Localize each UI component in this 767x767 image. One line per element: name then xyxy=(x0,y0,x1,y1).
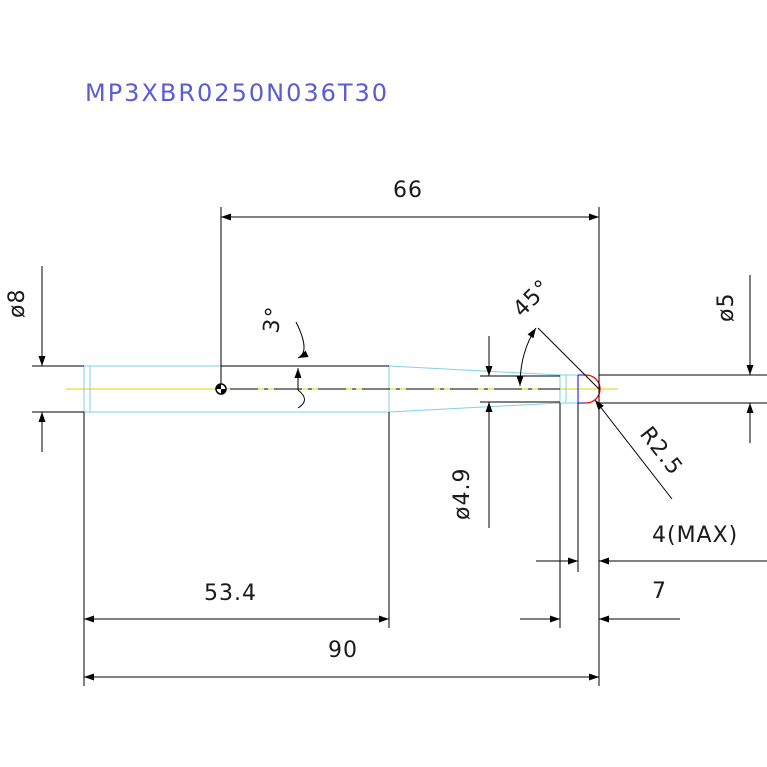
dimension-dia-4-9 xyxy=(480,336,560,528)
dimension-dia-8 xyxy=(32,266,84,452)
dimension-dia-8-label: ø8 xyxy=(5,289,30,318)
dimension-53-4 xyxy=(83,412,390,686)
dimension-66 xyxy=(220,207,600,686)
datum-point xyxy=(215,383,227,395)
dimension-angle-45-label: 45° xyxy=(509,275,556,322)
dimension-7 xyxy=(520,403,680,628)
dimension-radius xyxy=(594,399,673,500)
dimension-dia-4-9-label: ø4.9 xyxy=(450,468,475,520)
ball-tip xyxy=(577,374,601,404)
dimension-dia-5 xyxy=(599,275,767,443)
dimension-angle-45 xyxy=(516,327,600,390)
dimension-90-label: 90 xyxy=(328,638,358,663)
dimension-dia-5-label: ø5 xyxy=(714,293,739,322)
dimension-7-label: 7 xyxy=(652,579,667,604)
dimension-radius-label: R2.5 xyxy=(634,422,687,480)
dimension-66-label: 66 xyxy=(393,178,423,203)
dimension-angle-3 xyxy=(220,321,389,409)
dimension-max-4-label: 4(MAX) xyxy=(652,523,738,548)
dimension-max-4 xyxy=(536,403,767,572)
dimension-angle-3-label: 3° xyxy=(259,305,288,335)
dimension-53-4-label: 53.4 xyxy=(204,581,257,606)
drawing-title: MP3XBR0250N036T30 xyxy=(85,79,389,107)
